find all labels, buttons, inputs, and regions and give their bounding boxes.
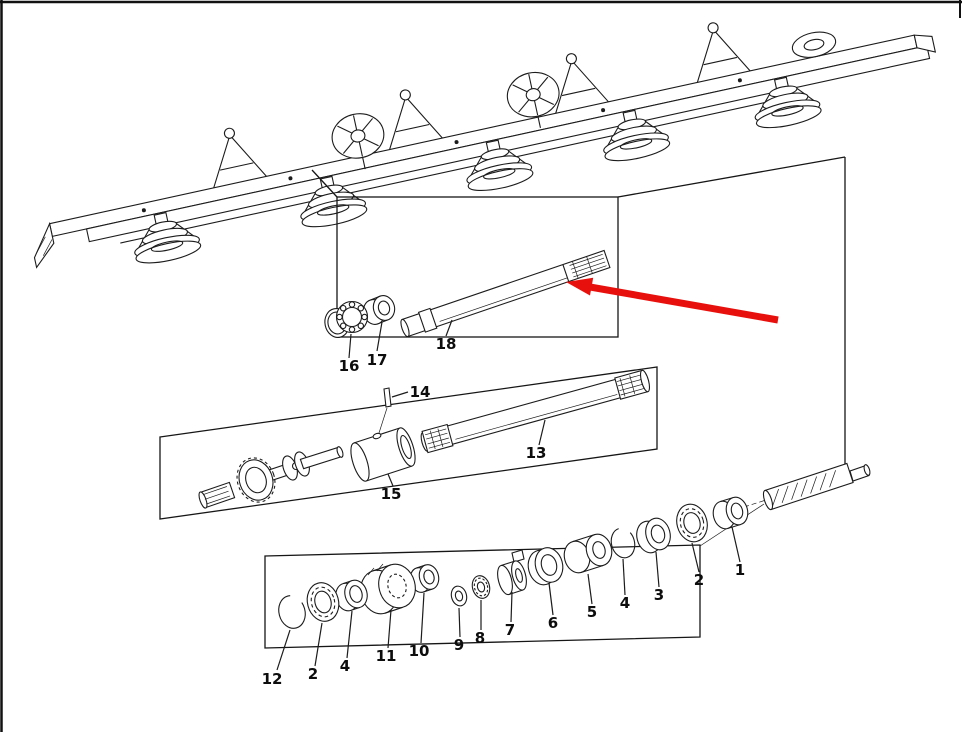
- frame-left-end: [33, 221, 55, 269]
- pin-hole: [372, 432, 382, 440]
- part-label-12: 12: [262, 670, 283, 688]
- arrow-head: [566, 277, 594, 296]
- part-label-10: 10: [409, 642, 430, 660]
- part-labels: 16 17 18 14 15 13 12 2 4 11 10 9 8 7 6 5…: [262, 335, 746, 688]
- part-7-yoke: [497, 549, 527, 596]
- part-14-pin: [378, 387, 392, 434]
- part-4b-snap-ring: [610, 527, 636, 559]
- part-4a-ring: [335, 579, 368, 612]
- part-3-cup: [636, 517, 671, 554]
- label-leader-lines: [276, 319, 741, 671]
- part-label-13: 13: [526, 444, 547, 462]
- part-12-snap-ring: [278, 595, 306, 629]
- leader-machine-to-box: [311, 169, 338, 198]
- part-label-2a: 2: [308, 665, 318, 683]
- part-8-toothed-washer: [471, 575, 491, 599]
- exploded-view-frames: [159, 156, 846, 649]
- part-6-washer: [527, 547, 564, 586]
- part-2b-bearing: [676, 503, 708, 543]
- exploded-box-middle: [159, 366, 658, 520]
- part-label-11: 11: [376, 647, 397, 665]
- top-right-pulley: [791, 31, 837, 58]
- part-label-9: 9: [454, 636, 464, 654]
- part-2a-bearing: [306, 582, 340, 622]
- exploded-box-lower: [264, 544, 701, 649]
- part-label-1: 1: [735, 561, 745, 579]
- part-label-4b: 4: [620, 594, 630, 612]
- part-label-5: 5: [587, 603, 597, 621]
- part-13-shaft: [420, 369, 651, 454]
- part-label-7: 7: [505, 621, 515, 639]
- part-label-17: 17: [367, 351, 388, 369]
- part-11-coupling: [360, 563, 416, 615]
- universal-joint-shaft: [198, 446, 344, 509]
- frame-right-end: [913, 34, 937, 53]
- part-16-bearing: [324, 300, 369, 338]
- part-label-2b: 2: [694, 571, 704, 589]
- machine-overview: [33, 16, 937, 269]
- part-15-coupler: [350, 427, 416, 482]
- part-label-14: 14: [410, 383, 431, 401]
- splined-input-shaft: [762, 462, 871, 511]
- part-label-18: 18: [436, 335, 457, 353]
- part-5-spacer: [563, 533, 613, 574]
- part-label-4a: 4: [340, 657, 350, 675]
- part-label-6: 6: [548, 614, 558, 632]
- arrow-shaft: [589, 283, 779, 324]
- part-10-ring: [409, 564, 440, 593]
- exploded-box-upper: [336, 196, 619, 338]
- part-18-shaft: [400, 249, 611, 338]
- part-label-15: 15: [381, 485, 402, 503]
- part-1-collar: [712, 496, 749, 530]
- part-9-washer: [450, 585, 468, 607]
- part-label-8: 8: [475, 629, 485, 647]
- part-label-3: 3: [654, 586, 664, 604]
- part-label-16: 16: [339, 357, 360, 375]
- highlight-arrow: [566, 277, 779, 324]
